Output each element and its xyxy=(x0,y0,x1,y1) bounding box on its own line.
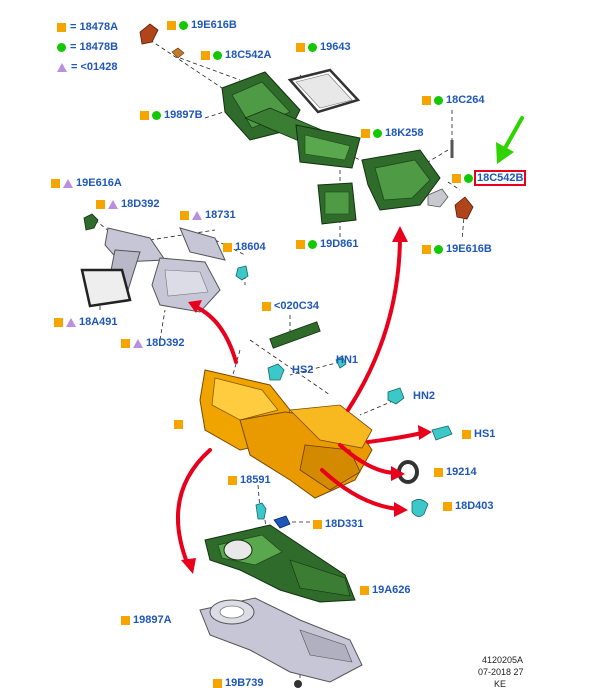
callout-19E616B-top[interactable]: 19E616B xyxy=(167,19,237,31)
triangle-marker-icon xyxy=(66,317,76,327)
circle-marker-icon xyxy=(434,95,443,105)
upper-duct-assembly xyxy=(221,71,441,225)
callout-HS2[interactable]: HS2 xyxy=(292,364,314,376)
green-pointer-arrow xyxy=(496,116,524,164)
square-marker-icon xyxy=(180,210,189,220)
legend-circle: = 18478B xyxy=(57,41,118,53)
square-marker-icon xyxy=(422,95,431,105)
triangle-marker-icon xyxy=(63,178,73,188)
callout-19A626[interactable]: 19A626 xyxy=(360,584,411,596)
triangle-marker-icon xyxy=(108,199,118,209)
triangle-marker-icon xyxy=(192,210,202,220)
square-marker-icon xyxy=(296,42,305,52)
circle-marker-icon xyxy=(308,239,317,249)
square-marker-icon xyxy=(201,50,210,60)
callout-18C542B[interactable]: 18C542B xyxy=(452,170,527,186)
callout-19897A[interactable]: 19897A xyxy=(121,614,172,626)
circle-marker-icon xyxy=(213,50,222,60)
square-marker-icon xyxy=(223,242,232,252)
reference-number: 4120205A xyxy=(482,655,524,665)
flow-arrows xyxy=(176,233,424,567)
callout-18K258[interactable]: 18K258 xyxy=(361,127,424,139)
square-marker-icon xyxy=(96,199,105,209)
callout-18591[interactable]: 18591 xyxy=(228,474,271,486)
square-marker-icon xyxy=(443,501,452,511)
square-marker-icon xyxy=(121,615,130,625)
square-marker-icon xyxy=(361,128,370,138)
housing-marker xyxy=(174,420,183,429)
callout-18A491[interactable]: 18A491 xyxy=(54,316,118,328)
grille-frame xyxy=(287,68,361,114)
square-marker-icon xyxy=(313,519,322,529)
square-marker-icon xyxy=(140,110,149,120)
square-marker-icon xyxy=(462,429,471,439)
callout-18C264[interactable]: 18C264 xyxy=(422,94,485,106)
callout-18D403[interactable]: 18D403 xyxy=(443,500,494,512)
square-marker-icon xyxy=(262,301,271,311)
circle-marker-icon xyxy=(434,244,443,254)
hvac-housing xyxy=(199,321,453,517)
square-marker-icon xyxy=(57,22,66,32)
square-marker-icon xyxy=(174,420,183,429)
square-marker-icon xyxy=(228,475,237,485)
legend-square: = 18478A xyxy=(57,21,118,33)
callout-HN2[interactable]: HN2 xyxy=(413,390,436,402)
callout-HS1[interactable]: HS1 xyxy=(462,428,495,440)
reference-suffix: KE xyxy=(494,679,507,688)
callout-19E616A[interactable]: 19E616A xyxy=(51,177,122,189)
left-plenum-assembly xyxy=(80,213,249,313)
legend-text: = 18478A xyxy=(70,21,119,33)
flow-arrowheads xyxy=(181,226,432,574)
callout-18D331[interactable]: 18D331 xyxy=(313,518,364,530)
circle-marker-icon xyxy=(373,128,382,138)
callout-18731[interactable]: 18731 xyxy=(180,209,236,221)
circle-marker-icon xyxy=(152,110,161,120)
square-marker-icon xyxy=(434,467,443,477)
legend-triangle: = <01428 xyxy=(57,61,118,73)
callout-19E616B-bottom[interactable]: 19E616B xyxy=(422,243,492,255)
lower-duct-assembly xyxy=(204,502,356,603)
square-marker-icon xyxy=(296,239,305,249)
blower-housing xyxy=(199,597,363,688)
callout-19B739[interactable]: 19B739 xyxy=(213,677,264,688)
callout-19214[interactable]: 19214 xyxy=(434,466,477,478)
callout-HN1[interactable]: HN1 xyxy=(336,354,359,366)
legend-text: = <01428 xyxy=(71,61,118,73)
triangle-marker-icon xyxy=(133,338,143,348)
square-marker-icon xyxy=(121,338,130,348)
callout-18D392-bottom[interactable]: 18D392 xyxy=(121,337,185,349)
square-marker-icon xyxy=(213,678,222,688)
circle-marker-icon xyxy=(464,173,473,183)
callout-020C34[interactable]: <020C34 xyxy=(262,300,319,312)
square-marker-icon xyxy=(452,173,461,183)
small-actuators xyxy=(139,23,474,220)
circle-marker-icon xyxy=(179,20,188,30)
callout-19897B[interactable]: 19897B xyxy=(140,109,203,121)
square-marker-icon xyxy=(54,317,63,327)
square-marker-icon xyxy=(51,178,60,188)
square-marker-icon xyxy=(167,20,176,30)
callout-18C542A[interactable]: 18C542A xyxy=(201,49,271,61)
triangle-marker-icon xyxy=(57,62,67,72)
circle-marker-icon xyxy=(57,42,66,52)
callout-19643[interactable]: 19643 xyxy=(296,41,351,53)
legend-text: = 18478B xyxy=(70,41,119,53)
highlight-box: 18C542B xyxy=(473,170,527,186)
square-marker-icon xyxy=(360,585,369,595)
callout-18604[interactable]: 18604 xyxy=(223,241,266,253)
callout-19D861[interactable]: 19D861 xyxy=(296,238,359,250)
reference-date: 07-2018 27 xyxy=(478,667,524,677)
square-marker-icon xyxy=(422,244,431,254)
callout-18D392-top[interactable]: 18D392 xyxy=(96,198,160,210)
circle-marker-icon xyxy=(308,42,317,52)
